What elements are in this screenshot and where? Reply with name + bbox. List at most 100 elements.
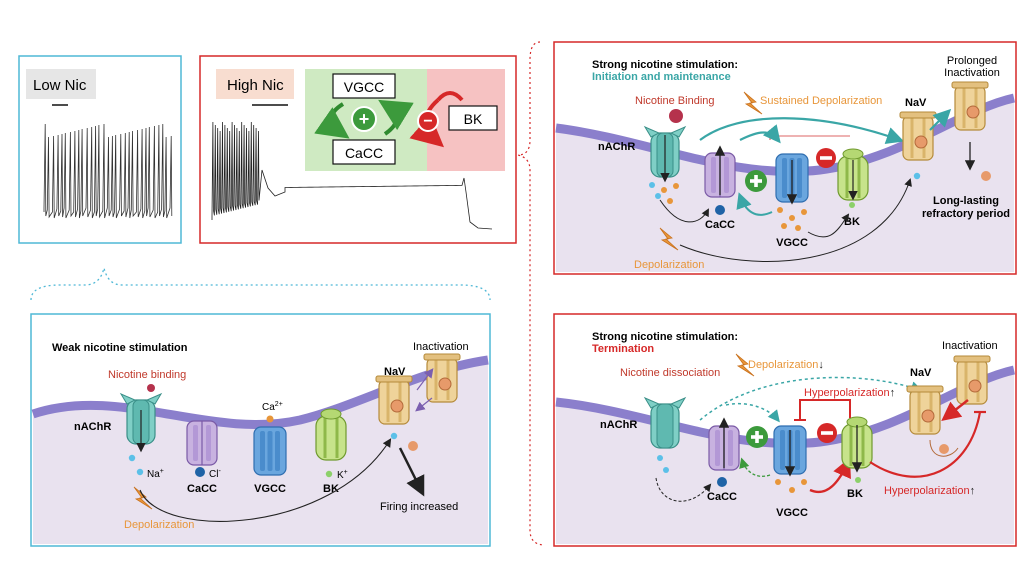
term-title-line2: Termination [592,343,654,355]
init-title-line2: Initiation and maintenance [592,71,731,83]
weak-firing-label: Firing increased [380,501,458,513]
weak-nav-inactivated-icon [422,352,462,404]
term-ca-to-cacc-arrow [739,457,771,477]
term-plus-icon [746,426,768,448]
high-nic-label-bg [216,69,294,99]
init-na-ion [655,193,661,199]
weak-membrane [31,355,489,429]
minus-icon [417,110,439,132]
init-ca-ion [667,198,673,204]
cacc-box [332,139,396,165]
init-refractory-line2: refractory period [922,208,1010,220]
high-nic-trace [211,121,493,230]
term-cl-ion [717,477,727,487]
weak-na-ion [128,454,136,462]
weak-nicotine-molecule [147,384,155,392]
term-vgcc-label: VGCC [776,507,808,519]
weak-nav-open-icon [374,374,414,426]
init-vgcc-ca-ion [777,207,783,213]
weak-k-ion [325,470,333,478]
negative-loop-arrow-top [436,91,464,102]
positive-loop-arrow-right [378,99,414,136]
weak-na-label: Na+ [147,468,164,480]
weak-vgcc-label: VGCC [254,483,286,495]
low-nic-label: Low Nic [33,77,87,94]
bk-box-label: BK [464,111,483,127]
weak-inactivation-label: Inactivation [413,341,469,353]
weak-inactivation-arrow [416,368,434,391]
init-depolarization-arrow [679,178,912,262]
weak-cl-text: Cl [209,469,218,480]
weak-ca-ion [266,415,274,423]
term-cacc-label: CaCC [707,491,737,503]
init-prolonged-line2: Inactivation [944,67,1000,79]
weak-recovery-arrow [415,397,433,412]
init-ca-to-bk-arrow [807,213,850,238]
plus-symbol: + [359,109,370,129]
weak-ca-sup: 2+ [275,401,283,408]
init-vgcc-ca-ion [801,209,807,215]
term-depol-text: Depolarization [748,359,818,371]
term-na-ion [657,455,663,461]
term-nav-ball [939,444,949,454]
init-na-to-cacc-arrow [659,199,709,223]
low-nic-trace [43,123,173,219]
bk-box [448,105,498,131]
init-plus-icon [745,170,767,192]
term-k-ion [855,477,861,483]
term-nachr-icon [644,397,686,449]
plus-icon [351,106,377,132]
high-nic-panel: High Nic VGCC CaCC + − BK [199,55,517,244]
weak-k-sup: + [344,469,348,476]
term-depol-arrow: ↓ [818,359,824,371]
term-nav-tether [929,439,959,457]
weak-binding-label: Nicotine binding [108,369,186,381]
init-refractory-line1: Long-lasting [933,195,999,207]
init-binding-label: Nicotine Binding [635,95,715,107]
vgcc-box [332,73,396,99]
term-nachr-label: nAChR [600,419,637,431]
weak-firing-arrow [398,447,425,497]
init-depolarization-label: Depolarization [634,259,704,271]
init-minus-icon [816,148,836,168]
term-inactivation-label: Inactivation [942,340,998,352]
init-nav-ball [981,171,991,181]
weak-na-ion [136,468,144,476]
term-hyperpol-text-top: Hyperpolarization [804,387,890,399]
init-prolonged-line1: Prolonged [947,55,997,67]
init-cl-ion [715,205,725,215]
positive-loop-arrow-left [314,102,350,139]
term-hyperpol-text-bottom: Hyperpolarization [884,485,970,497]
term-recovery-arrow [941,399,969,421]
term-depol-arrow-to-nav [699,376,923,421]
term-minus-icon [817,423,837,443]
init-ca-to-cacc-arrow [736,192,773,216]
minus-symbol: − [423,113,432,130]
term-hyperpol-inhibit-line [869,411,982,478]
term-nav-icon [905,384,945,436]
weak-cl-label: Cl- [209,468,221,480]
weak-cl-sup: - [218,468,221,475]
term-depol-arrow-to-vgcc [725,403,780,423]
term-hyperpol-label-top: Hyperpolarization↑ [804,387,895,399]
strong-term-panel: Strong nicotine stimulation: Termination… [553,313,1017,547]
init-sustained-label: Sustained Depolarization [760,95,882,107]
init-nav-inactivated-icon [950,80,990,132]
init-nav-open-icon [898,110,938,162]
init-na-ion [649,182,655,188]
weak-cacc-label: CaCC [187,483,217,495]
vgcc-box-label: VGCC [344,79,384,95]
init-inactivation-arrow [929,108,952,131]
init-vgcc-label: VGCC [776,237,808,249]
weak-depolarization-arrow [139,438,392,522]
term-nav-inactivated-icon [952,354,992,406]
term-hyperpol-label-bottom: Hyperpolarization↑ [884,485,975,497]
weak-title: Weak nicotine stimulation [52,342,188,354]
term-vgcc-ca-ion [801,479,807,485]
term-hyperpol-arrow-top: ↑ [890,387,896,399]
term-na-to-cacc-arrow [655,477,712,502]
init-nachr-label: nAChR [598,141,635,153]
init-title-line1: Strong nicotine stimulation: [592,59,738,71]
init-depol-to-vgcc-arrow [739,124,781,144]
init-k-ion [849,202,855,208]
